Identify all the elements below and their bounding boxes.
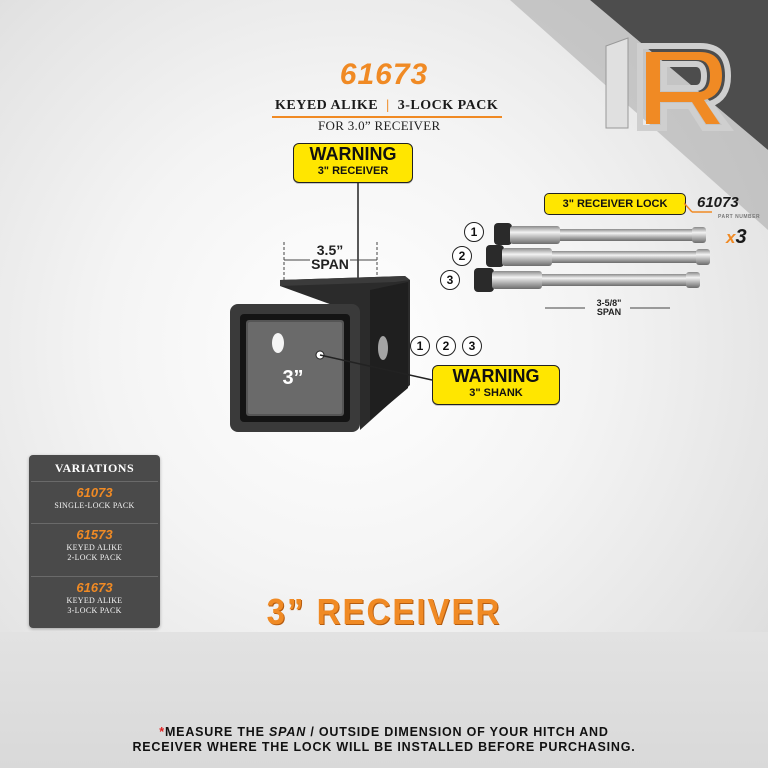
receiver-span-word: SPAN [311,256,349,272]
variation-number: 61573 [76,527,113,542]
variation-item-61673: 61673 KEYED ALIKE 3-LOCK PACK [29,580,160,616]
subline-separator: | [386,98,390,113]
receiver-heading: 3” RECEIVER [266,591,502,632]
receiver-span-value: 3.5” [316,242,344,258]
variation-desc: SINGLE-LOCK PACK [54,501,135,510]
variation-item-61073: 61073 SINGLE-LOCK PACK [29,485,160,511]
warning-receiver-subtitle: 3" RECEIVER [317,165,389,177]
receiver-span-label: 3.5” SPAN [300,243,360,271]
variations-divider [31,576,158,577]
hole-marker-3: 3 [462,336,482,356]
lock-span-word: SPAN [596,307,622,317]
subline-underline [272,116,502,118]
lock-part-number: 61073 [697,194,739,211]
lock-part-underline [684,202,712,213]
lock-marker-3: 3 [440,270,460,290]
span-disclaimer: *MEASURE THE SPAN / OUTSIDE DIMENSION OF… [0,725,768,755]
lock-pin-1 [494,223,706,245]
brand-logo-icon [605,37,734,131]
disclaimer-asterisk: * [159,725,165,739]
variation-number: 61073 [76,485,113,500]
product-subline: KEYED ALIKE | 3-LOCK PACK [275,98,505,114]
pack-type-label: 3-LOCK PACK [397,98,499,113]
lock-pins-drawing [474,223,710,309]
variation-number: 61673 [76,580,113,595]
variation-item-61573: 61573 KEYED ALIKE 2-LOCK PACK [29,527,160,563]
lock-pin-3 [474,268,700,292]
hole-marker-2: 2 [436,336,456,356]
variation-desc: KEYED ALIKE [66,596,123,605]
keyed-alike-label: KEYED ALIKE [275,98,379,113]
lock-marker-2: 2 [452,246,472,266]
variations-divider [31,523,158,524]
lock-quantity: x3 [726,226,747,249]
variation-desc: 3-LOCK PACK [67,606,122,615]
warning-shank-subtitle: 3" SHANK [469,387,523,399]
floor-backdrop [0,632,768,768]
lock-part-number-label: PART NUMBER [718,214,761,220]
warning-shank-title: WARNING [452,366,540,386]
disclaimer-line-1: *MEASURE THE SPAN / OUTSIDE DIMENSION OF… [0,725,768,740]
warning-receiver-title: WARNING [309,144,397,164]
disclaimer-line-2: RECEIVER WHERE THE LOCK WILL BE INSTALLE… [132,740,636,754]
lock-span-label: 3-5/8" SPAN [584,299,634,317]
warning-receiver-badge: WARNING 3" RECEIVER [293,143,413,183]
lock-qty-prefix: x [726,228,736,247]
hole-marker-1: 1 [410,336,430,356]
lock-pin-2 [486,245,710,267]
disclaimer-emphasis: SPAN [269,725,307,739]
variation-desc: 2-LOCK PACK [67,553,122,562]
variations-divider [31,481,158,482]
receiver-inner-size: 3” [282,367,304,389]
disclaimer-post: / OUTSIDE DIMENSION OF YOUR HITCH AND [306,725,609,739]
warning-shank-badge: WARNING 3" SHANK [432,365,560,405]
receiver-lock-badge: 3" RECEIVER LOCK [544,193,686,215]
disclaimer-pre: MEASURE THE [164,725,270,739]
variation-desc: KEYED ALIKE [66,543,123,552]
product-part-number: 61673 [339,58,429,91]
lock-marker-1: 1 [464,222,484,242]
receiver-drawing [230,183,433,432]
variations-title: VARIATIONS [54,461,135,475]
lock-span-value: 3-5/8" [596,298,622,308]
lock-qty-value: 3 [735,226,747,248]
variations-panel: VARIATIONS 61073 SINGLE-LOCK PACK 61573 … [29,455,160,628]
receiver-size-label: FOR 3.0” RECEIVER [318,118,441,133]
